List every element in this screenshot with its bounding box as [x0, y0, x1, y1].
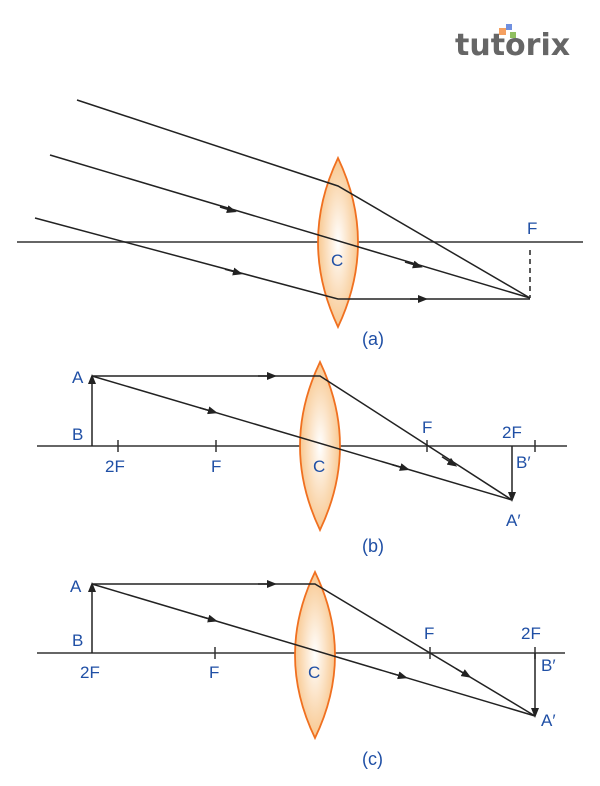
arrow-icon — [455, 667, 472, 678]
left-2f-label: 2F — [105, 457, 125, 476]
axis-ticks — [117, 440, 536, 452]
left-2f-label: 2F — [80, 663, 100, 682]
diagram-c: A B 2F F C F 2F B′ A′ (c) — [37, 569, 565, 769]
arrow-icon — [199, 406, 218, 415]
arrow-icon — [389, 671, 408, 680]
ray-center — [91, 375, 513, 501]
left-f-label: F — [209, 663, 219, 682]
arrow-icon — [441, 456, 458, 467]
right-2f-label: 2F — [502, 423, 522, 442]
image-base-label: B′ — [516, 453, 531, 472]
arrow-icon — [224, 267, 243, 276]
logo-square-green — [510, 32, 516, 38]
convex-lens — [294, 569, 336, 741]
logo-square-orange — [499, 28, 506, 35]
ray-3 — [34, 217, 530, 300]
arrow-icon — [404, 260, 423, 269]
caption-c: (c) — [362, 749, 383, 769]
object-base-label: B — [72, 631, 83, 650]
left-f-label: F — [211, 457, 221, 476]
focus-label: F — [527, 219, 537, 238]
right-f-label: F — [422, 418, 432, 437]
convex-lens — [317, 155, 359, 330]
object-top-label: A — [72, 368, 84, 387]
tutorix-logo: tutorix — [455, 24, 570, 63]
center-label: C — [308, 663, 320, 682]
ray-2 — [49, 154, 531, 299]
logo-square-blue — [506, 24, 512, 30]
center-label: C — [313, 457, 325, 476]
right-f-label: F — [424, 624, 434, 643]
diagram-b: A B 2F F C F 2F B′ A′ (b) — [37, 359, 567, 556]
arrow-icon — [199, 614, 218, 623]
object-top-label: A — [70, 577, 82, 596]
convex-lens — [299, 359, 341, 533]
ray-1 — [76, 99, 531, 299]
image-base-label: B′ — [541, 656, 556, 675]
arrow-icon — [391, 463, 410, 471]
right-2f-label: 2F — [521, 624, 541, 643]
image-top-label: A′ — [506, 511, 521, 530]
image-top-label: A′ — [541, 711, 556, 730]
logo-text: tutorix — [455, 28, 570, 63]
caption-a: (a) — [362, 329, 384, 349]
object-base-label: B — [72, 425, 83, 444]
diagram-a: F C (a) — [17, 99, 583, 349]
ray-center — [91, 583, 536, 717]
caption-b: (b) — [362, 536, 384, 556]
center-label: C — [331, 251, 343, 270]
arrow-icon — [219, 205, 237, 213]
